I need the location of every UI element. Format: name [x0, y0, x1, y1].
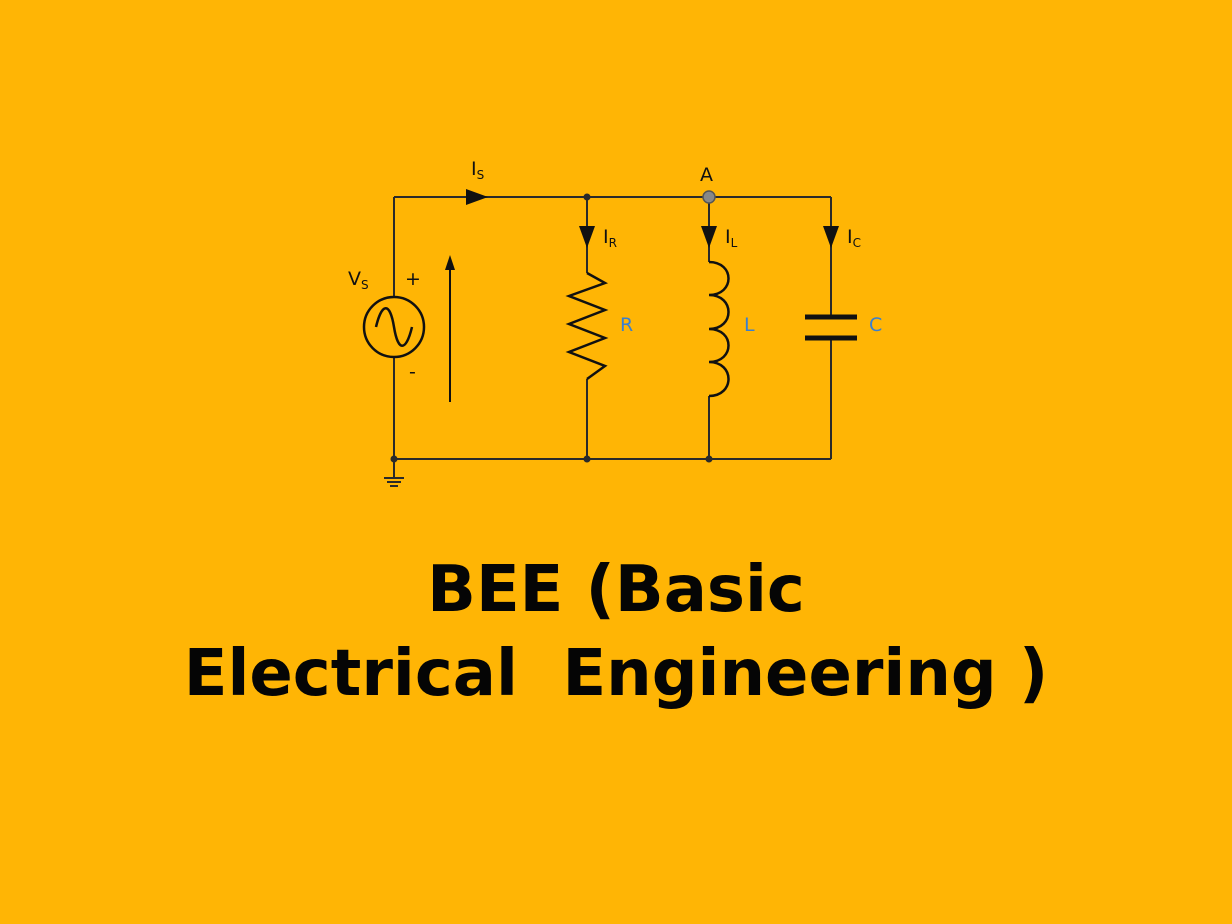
voltage-arrow [445, 255, 455, 402]
resistor-symbol [565, 271, 609, 381]
node-a-dot [702, 190, 716, 204]
is-arrow-icon [466, 189, 488, 205]
junction-dot [583, 455, 591, 463]
inductor-label: L [744, 314, 755, 336]
inductor-symbol [708, 260, 730, 398]
il-label: IL [725, 226, 738, 250]
minus-label: - [409, 361, 416, 383]
ic-label: IC [847, 226, 861, 250]
ir-arrow-icon [579, 226, 595, 248]
plus-label: + [405, 268, 421, 290]
capacitor-symbol [805, 314, 857, 341]
ir-label: IR [603, 226, 617, 250]
ground-icon [384, 477, 404, 487]
capacitor-label: C [869, 314, 882, 336]
il-arrow-icon [701, 226, 717, 248]
title-line-2: Electrical Engineering ) [183, 637, 1049, 711]
is-label: IS [471, 158, 484, 182]
ac-source-circle [362, 295, 426, 359]
page-title: BEE (Basic Electrical Engineering ) [0, 548, 1232, 716]
node-a-label: A [700, 164, 713, 186]
junction-dot [705, 455, 713, 463]
circuit-diagram: VS + - IS A IR IL IC R L C [348, 158, 882, 487]
junction-dot [390, 455, 398, 463]
ic-arrow-icon [823, 226, 839, 248]
junction-dot [583, 193, 591, 201]
resistor-label: R [620, 314, 633, 336]
ac-source [362, 295, 426, 359]
title-line-1: BEE (Basic [427, 553, 805, 627]
sine-wave-icon [374, 307, 414, 347]
source-label: VS [348, 268, 369, 292]
